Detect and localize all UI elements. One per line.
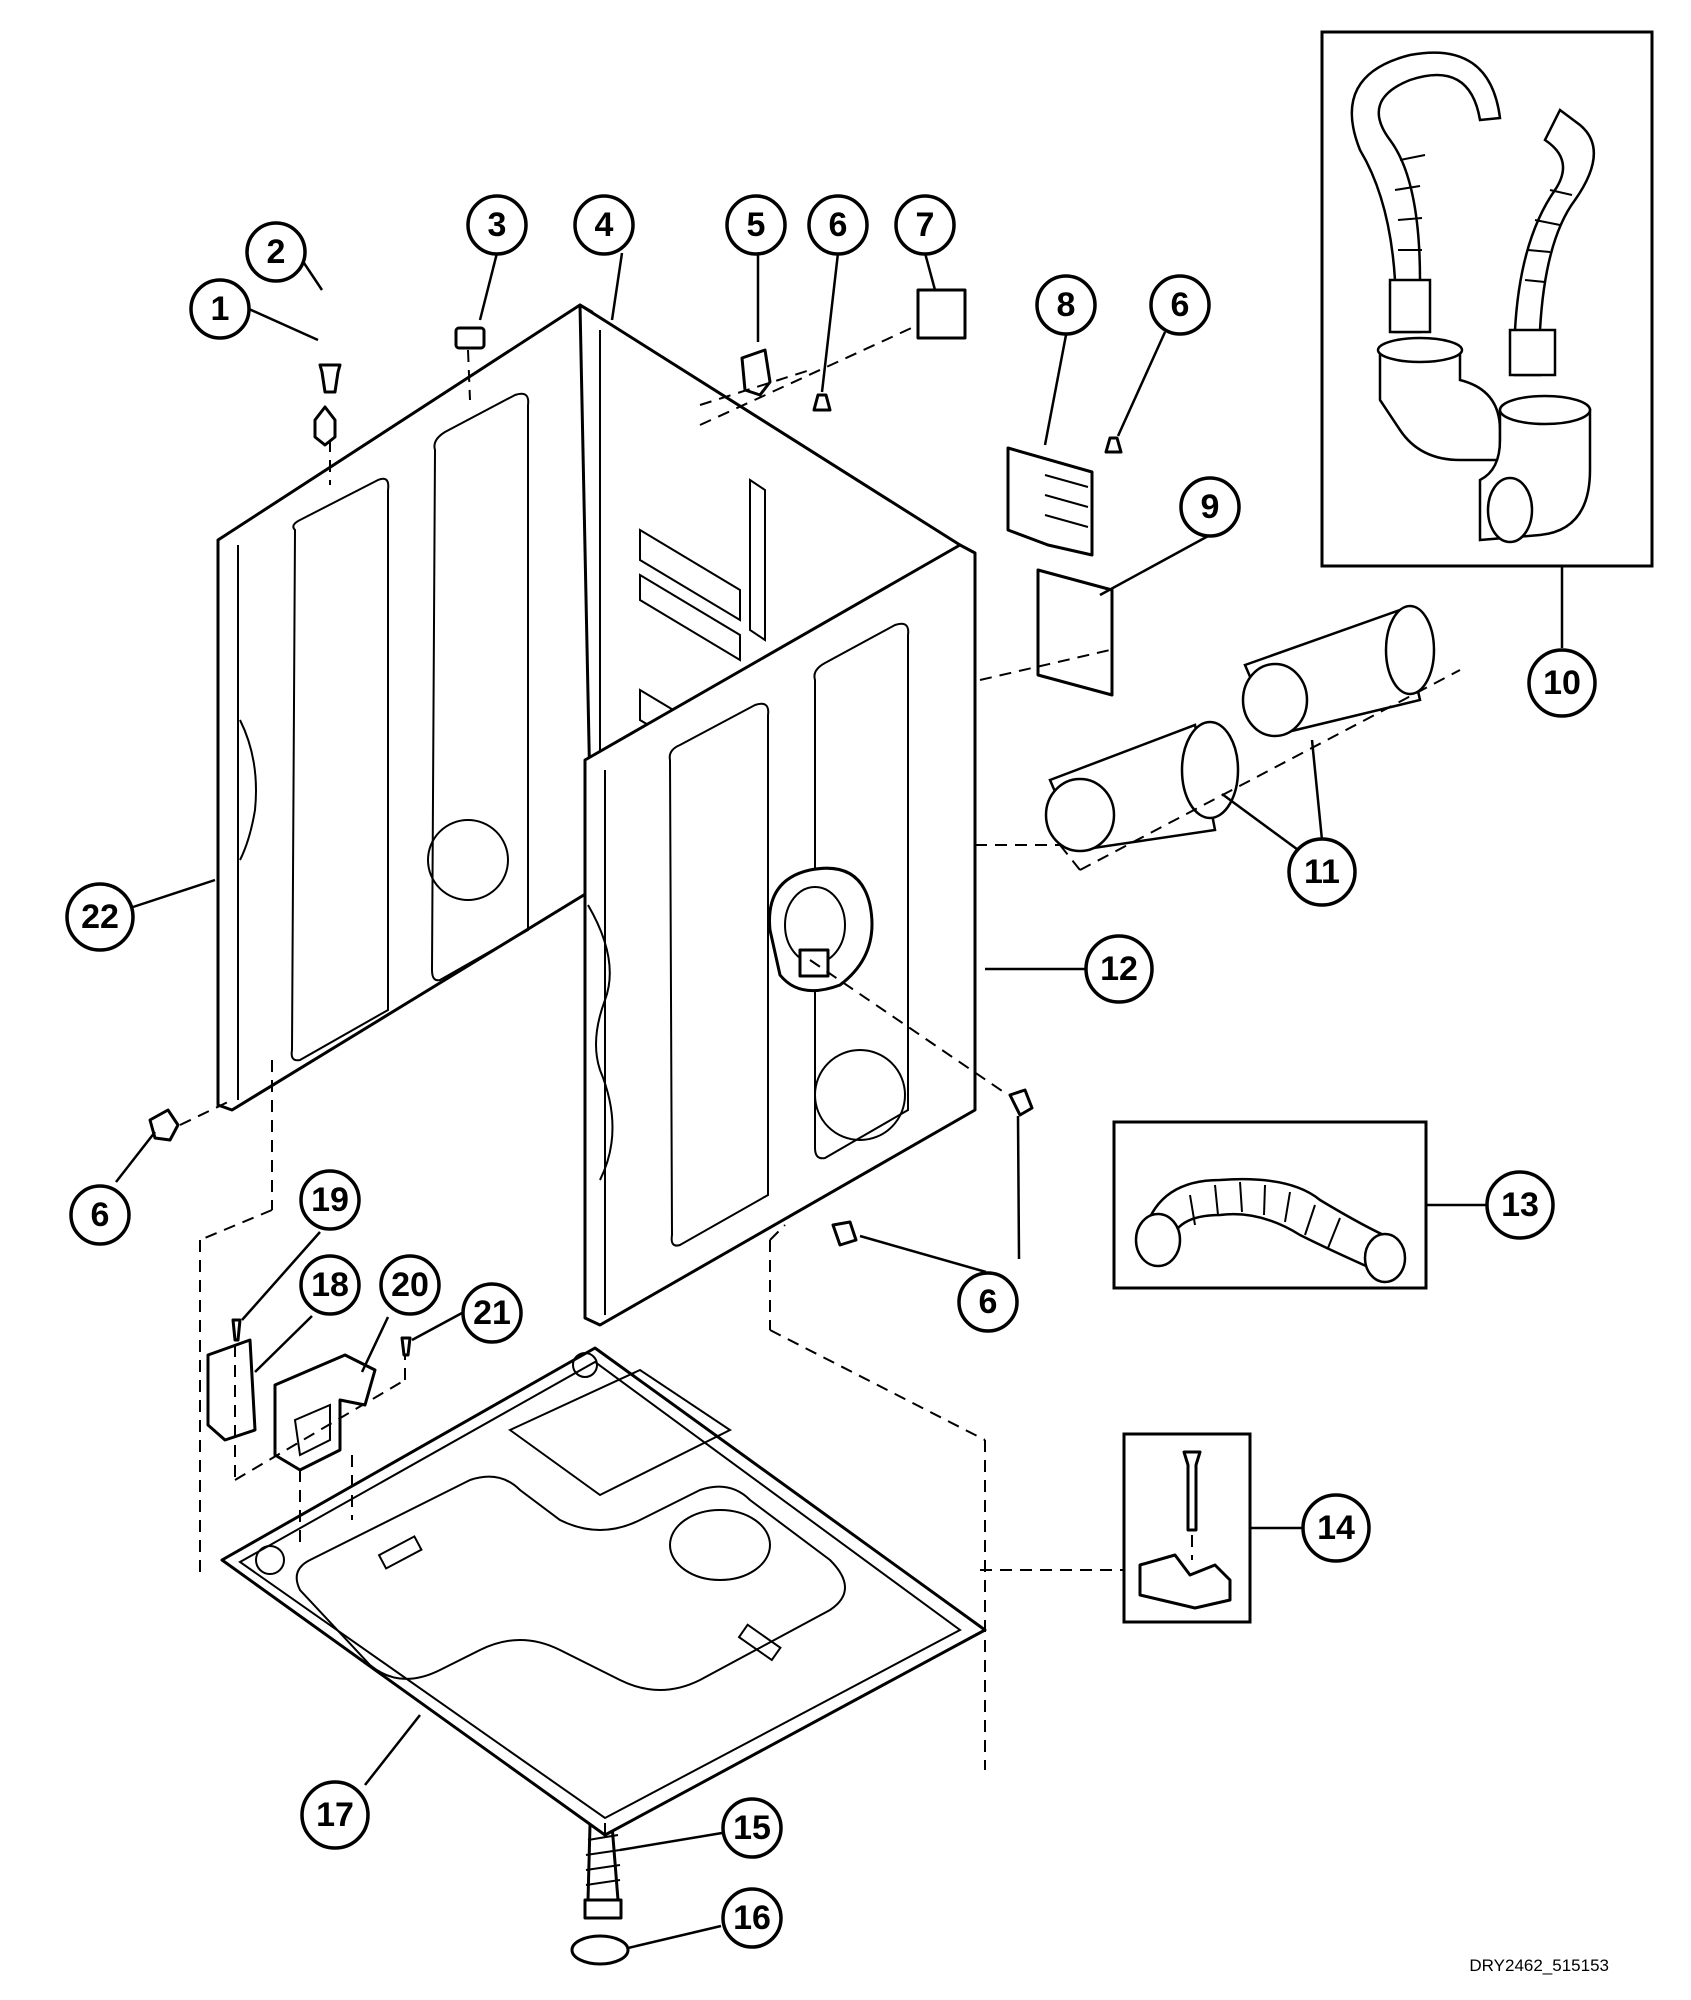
callout: 21	[461, 1282, 523, 1344]
vent-hose-box	[1112, 1120, 1428, 1290]
callout: 20	[379, 1254, 441, 1316]
svg-text:3: 3	[488, 206, 507, 244]
callout: 4	[573, 194, 635, 256]
callout: 8	[1035, 274, 1097, 336]
callout: 6	[807, 194, 869, 256]
callout: 14	[1301, 1493, 1371, 1563]
svg-text:12: 12	[1100, 950, 1138, 988]
svg-text:19: 19	[311, 1181, 349, 1219]
cabinet-right-panel	[583, 543, 977, 1327]
drawing-id: DRY2462_515153	[1469, 1956, 1609, 1975]
callout: 9	[1179, 476, 1241, 538]
callout: 22	[65, 882, 135, 952]
svg-text:6: 6	[91, 1196, 110, 1234]
svg-text:9: 9	[1201, 488, 1220, 526]
svg-text:5: 5	[747, 206, 766, 244]
svg-text:20: 20	[391, 1266, 429, 1304]
svg-text:2: 2	[267, 233, 286, 271]
callout: 18	[299, 1254, 361, 1316]
svg-text:1: 1	[211, 290, 230, 328]
svg-text:11: 11	[1304, 853, 1340, 891]
callout: 10	[1527, 648, 1597, 718]
leader-lines	[115, 250, 1324, 1950]
svg-text:6: 6	[829, 206, 848, 244]
callout: 17	[300, 1780, 370, 1850]
svg-text:13: 13	[1501, 1186, 1539, 1224]
callout: 19	[299, 1169, 361, 1231]
callout: 6	[957, 1271, 1019, 1333]
callout: 12	[1084, 934, 1154, 1004]
callout: 2	[245, 221, 307, 283]
svg-text:8: 8	[1057, 286, 1076, 324]
svg-text:4: 4	[595, 206, 614, 244]
callout: 6	[1149, 274, 1211, 336]
svg-text:15: 15	[733, 1809, 771, 1847]
bracket-box	[1122, 1432, 1252, 1624]
callouts: 1 2 3 4 5 6 7 8 6 9 10 11 12 22 6 6 6 13…	[65, 194, 1597, 1949]
small-parts	[148, 288, 1436, 1966]
callout: 6	[69, 1184, 131, 1246]
svg-text:10: 10	[1543, 664, 1581, 702]
svg-text:18: 18	[311, 1266, 349, 1304]
callout: 15	[721, 1797, 783, 1859]
callout: 7	[894, 194, 956, 256]
assembly-lines	[179, 324, 1461, 1835]
callout: 11	[1287, 837, 1357, 907]
cabinet-left-panel	[216, 303, 594, 1112]
callout: 5	[725, 194, 787, 256]
svg-text:21: 21	[473, 1294, 511, 1332]
callout: 1	[189, 278, 251, 340]
svg-text:16: 16	[733, 1899, 771, 1937]
svg-text:6: 6	[1171, 286, 1190, 324]
svg-text:17: 17	[316, 1796, 354, 1834]
callout: 16	[721, 1887, 783, 1949]
svg-text:6: 6	[979, 1283, 998, 1321]
callout: 3	[466, 194, 528, 256]
svg-text:14: 14	[1317, 1509, 1355, 1547]
callout: 13	[1485, 1170, 1555, 1240]
svg-text:7: 7	[916, 206, 935, 244]
vent-kit-box	[1320, 30, 1654, 568]
svg-text:22: 22	[81, 898, 119, 936]
callout: 6	[1110, 1283, 1129, 1321]
